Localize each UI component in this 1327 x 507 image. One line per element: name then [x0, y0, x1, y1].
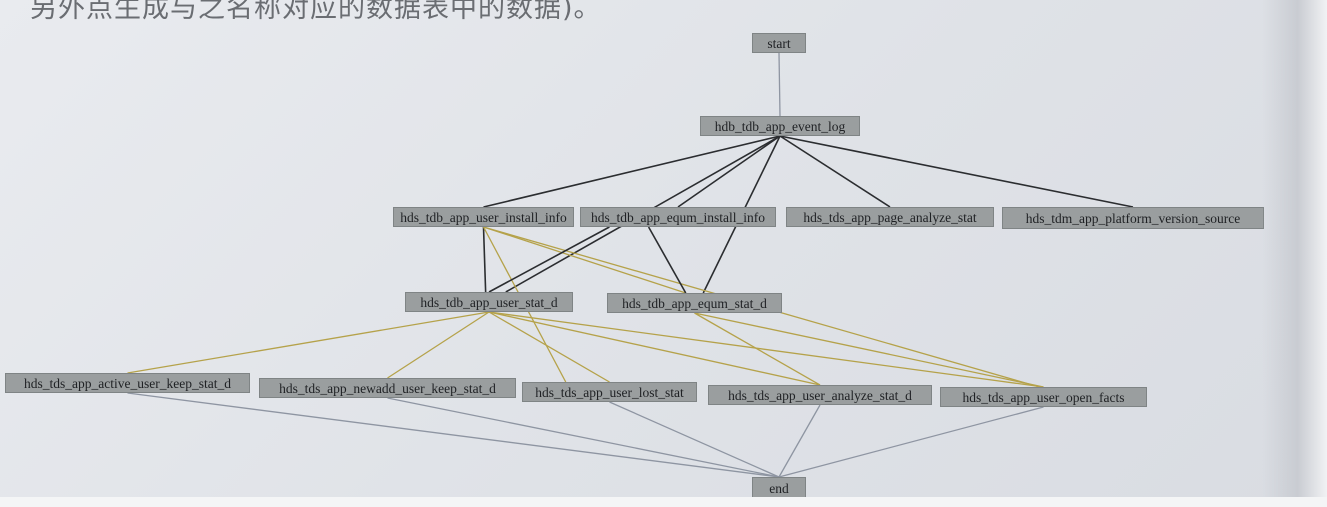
edge-event_log-to-page_analyze [779, 135, 891, 208]
page-edge-shadow [1262, 0, 1327, 507]
node-start: start [752, 33, 806, 53]
node-user-install: hds_tdb_app_user_install_info [393, 207, 574, 227]
edge-newadd_keep-to-end [387, 397, 780, 478]
edge-equm_install-to-equm_stat [647, 226, 687, 294]
node-event-log: hdb_tdb_app_event_log [700, 116, 860, 136]
edge-start-to-event_log [778, 52, 781, 117]
edge-user_analyze-to-end [778, 404, 821, 478]
edge-user_stat-to-user_analyze [488, 311, 821, 386]
edge-equm_stat-to-open_facts [694, 312, 1044, 388]
node-equm-stat: hds_tdb_app_equm_stat_d [607, 293, 782, 313]
edge-active_keep-to-end [127, 392, 780, 478]
edge-event_log-to-platform_version [779, 135, 1134, 208]
edge-user_stat-to-newadd_keep [387, 311, 490, 379]
node-active-keep: hds_tds_app_active_user_keep_stat_d [5, 373, 250, 393]
edge-user_lost-to-end [609, 401, 780, 478]
node-equm-install: hds_tdb_app_equm_install_info [580, 207, 776, 227]
edge-user_stat-to-user_lost [488, 311, 610, 383]
edge-user_install-to-user_stat [482, 226, 487, 293]
bottom-band [0, 497, 1327, 507]
node-end: end [752, 477, 806, 499]
node-platform-version: hds_tdm_app_platform_version_source [1002, 207, 1264, 229]
edge-user_install-to-equm_stat [483, 226, 686, 294]
caption-text: 另外点生成与之名称对应的数据表中的数据)。 [30, 0, 602, 24]
edge-event_log-to-equm_install [677, 135, 781, 208]
node-user-lost: hds_tds_app_user_lost_stat [522, 382, 697, 402]
edge-open_facts-to-end [778, 406, 1044, 478]
edge-equm_stat-to-user_analyze [694, 312, 821, 386]
edge-event_log-to-user_install [483, 135, 781, 208]
node-newadd-keep: hds_tds_app_newadd_user_keep_stat_d [259, 378, 516, 398]
edge-user_stat-to-open_facts [488, 311, 1044, 388]
node-user-stat: hds_tdb_app_user_stat_d [405, 292, 573, 312]
node-user-analyze: hds_tds_app_user_analyze_stat_d [708, 385, 932, 405]
node-open-facts: hds_tds_app_user_open_facts [940, 387, 1147, 407]
edge-user_stat-to-active_keep [127, 311, 490, 374]
edge-equm_install-to-user_stat [488, 226, 610, 293]
node-page-analyze: hds_tds_app_page_analyze_stat [786, 207, 994, 227]
